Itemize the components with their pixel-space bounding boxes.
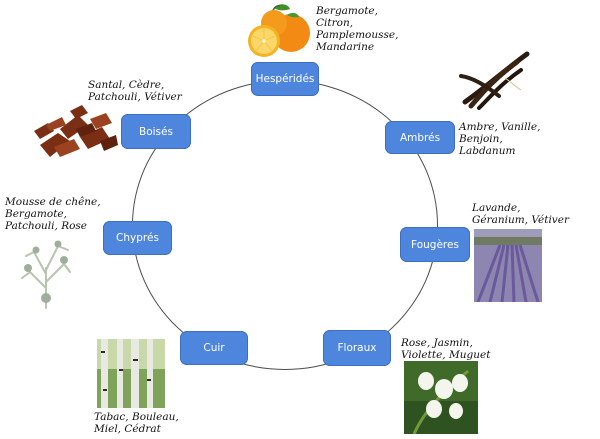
node-chypres: Chyprés [103,221,172,255]
birch-forest-image [97,339,165,408]
node-label: Chyprés [116,232,159,244]
oranges-image [248,4,310,57]
note-floraux: Rose, Jasmin, Violette, Muguet [401,337,491,361]
note-boises: Santal, Cèdre, Patchouli, Vétiver [88,79,182,103]
node-floraux: Floraux [323,330,391,366]
node-ambres: Ambrés [385,121,455,154]
note-hesperides: Bergamote, Citron, Pamplemousse, Mandari… [316,5,399,53]
note-ambres: Ambre, Vanille, Benjoin, Labdanum [459,121,541,157]
sandalwood-chips-image [34,105,118,157]
node-label: Ambrés [399,131,441,144]
note-cuir: Tabac, Bouleau, Miel, Cédrat [94,411,179,435]
node-label: Cuir [203,342,225,354]
note-chypres: Mousse de chêne, Bergamote, Patchouli, R… [5,196,101,232]
node-hesperides: Hespéridés [251,62,319,96]
oakmoss-image [21,240,71,309]
node-label: Fougères [411,238,459,251]
note-fougeres: Lavande, Géranium, Vétiver [472,202,569,226]
vanilla-pods-image [459,51,530,110]
node-boises: Boisés [121,114,191,149]
node-label: Hespéridés [255,73,315,85]
lavender-field-image [474,229,542,302]
node-label: Boisés [139,125,173,138]
node-cuir: Cuir [180,331,248,365]
node-label: Floraux [337,342,377,354]
lily-of-the-valley-image [404,361,478,434]
node-fougeres: Fougères [400,227,470,262]
